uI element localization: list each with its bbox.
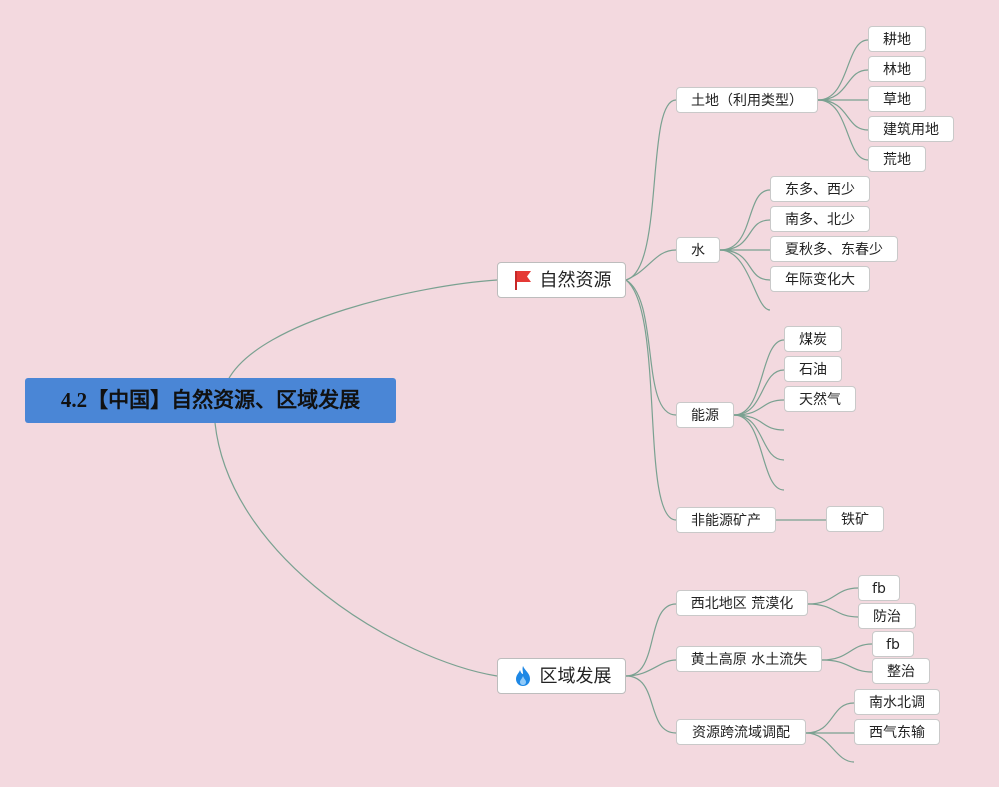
topic-land-use[interactable]: 土地（利用类型） <box>676 87 818 113</box>
topic-water[interactable]: 水 <box>676 237 720 263</box>
fire-icon <box>515 666 530 686</box>
leaf-land-item[interactable]: 建筑用地 <box>868 116 954 142</box>
leaf-land-item[interactable]: 林地 <box>868 56 926 82</box>
branch-natural-resources[interactable]: 自然资源 <box>497 262 626 298</box>
topic-loess-plateau-erosion[interactable]: 黄土高原 水土流失 <box>676 646 822 672</box>
topic-resource-transfer[interactable]: 资源跨流域调配 <box>676 719 806 745</box>
leaf-northwest-item[interactable]: 防治 <box>858 603 916 629</box>
leaf-loess-item[interactable]: fb <box>872 631 914 657</box>
leaf-water-item[interactable]: 南多、北少 <box>770 206 870 232</box>
leaf-transfer-item[interactable]: 西气东输 <box>854 719 940 745</box>
topic-non-energy-minerals[interactable]: 非能源矿产 <box>676 507 776 533</box>
leaf-water-item[interactable]: 年际变化大 <box>770 266 870 292</box>
leaf-loess-item[interactable]: 整治 <box>872 658 930 684</box>
leaf-mineral-item[interactable]: 铁矿 <box>826 506 884 532</box>
leaf-northwest-item[interactable]: fb <box>858 575 900 601</box>
red-flag-icon <box>514 271 531 290</box>
topic-northwest-desertification[interactable]: 西北地区 荒漠化 <box>676 590 808 616</box>
leaf-land-item[interactable]: 草地 <box>868 86 926 112</box>
leaf-transfer-item[interactable]: 南水北调 <box>854 689 940 715</box>
branch-regional-development[interactable]: 区域发展 <box>497 658 626 694</box>
branch-regional-development-label: 区域发展 <box>539 665 612 687</box>
leaf-land-item[interactable]: 荒地 <box>868 146 926 172</box>
leaf-water-item[interactable]: 东多、西少 <box>770 176 870 202</box>
branch-natural-resources-label: 自然资源 <box>539 269 612 291</box>
topic-energy[interactable]: 能源 <box>676 402 734 428</box>
root-topic[interactable]: 4.2【中国】自然资源、区域发展 <box>25 378 396 423</box>
leaf-energy-item[interactable]: 天然气 <box>784 386 856 412</box>
leaf-energy-item[interactable]: 石油 <box>784 356 842 382</box>
leaf-water-item[interactable]: 夏秋多、东春少 <box>770 236 898 262</box>
leaf-land-item[interactable]: 耕地 <box>868 26 926 52</box>
leaf-energy-item[interactable]: 煤炭 <box>784 326 842 352</box>
